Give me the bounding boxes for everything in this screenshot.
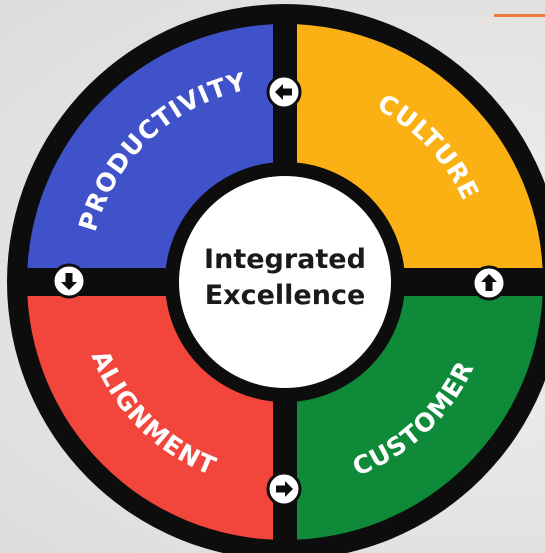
down-arrow-icon (51, 263, 87, 299)
up-arrow-icon (471, 265, 507, 301)
accent-line (494, 14, 545, 17)
center-title-line1: Integrated (204, 244, 366, 275)
center-circle (179, 176, 391, 388)
left-arrow-icon (266, 74, 302, 110)
right-arrow-icon (266, 471, 302, 507)
center-title-line2: Excellence (205, 280, 366, 311)
